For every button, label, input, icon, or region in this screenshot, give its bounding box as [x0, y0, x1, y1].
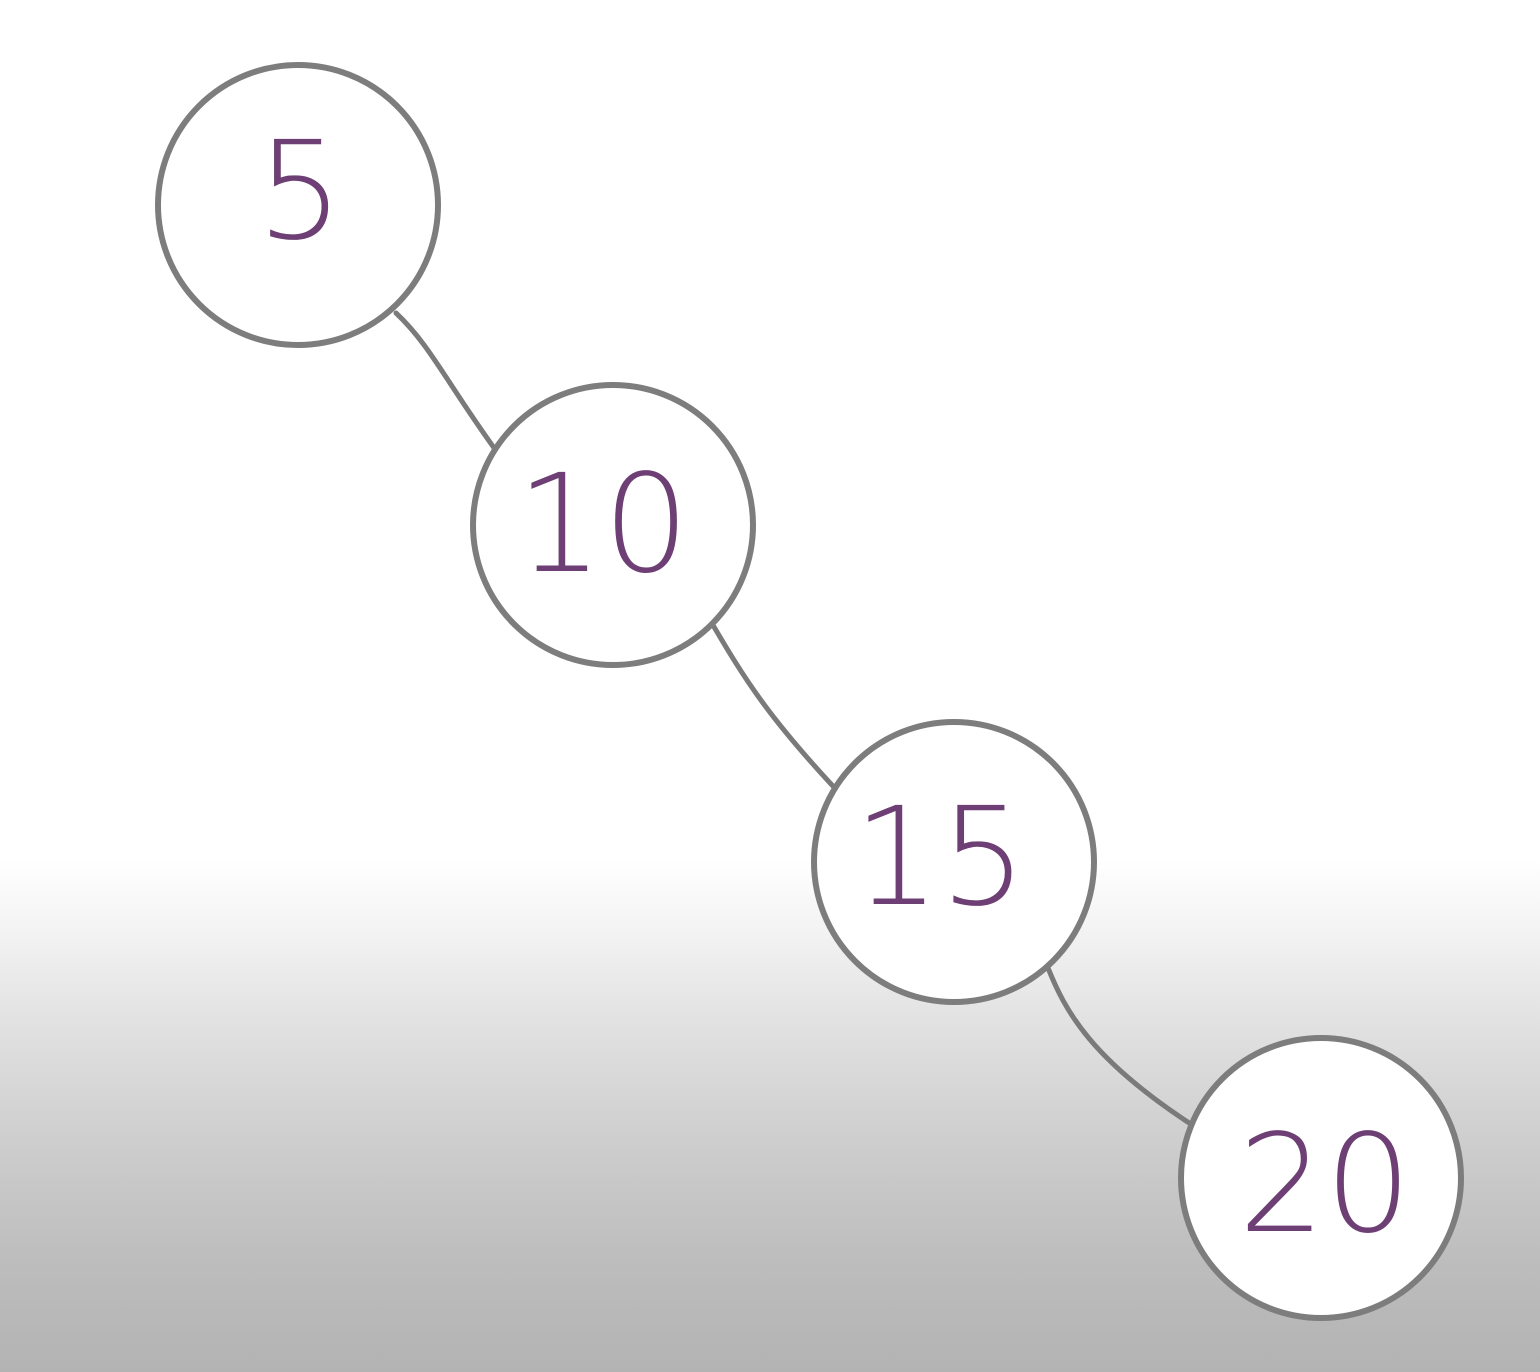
node-label: 20	[1238, 1106, 1411, 1264]
node-circle	[1178, 1035, 1464, 1321]
node-label: 10	[516, 446, 689, 604]
node-label: 15	[853, 779, 1026, 937]
node-circle	[155, 62, 441, 348]
tree-node-20: 20	[1178, 1035, 1464, 1321]
node-label: 5	[257, 113, 344, 271]
edge-10-15	[707, 617, 849, 803]
tree-node-15: 15	[811, 719, 1097, 1005]
edge-15-20	[1045, 965, 1203, 1133]
node-circle	[811, 719, 1097, 1005]
node-circle	[470, 382, 756, 668]
edge-5-10	[393, 310, 500, 455]
tree-node-10: 10	[470, 382, 756, 668]
tree-node-5: 5	[155, 62, 441, 348]
